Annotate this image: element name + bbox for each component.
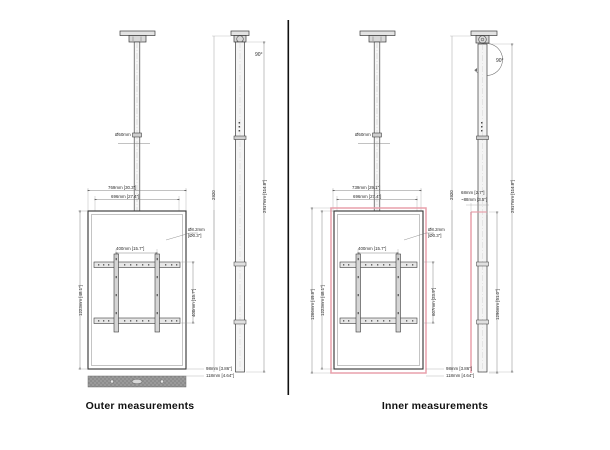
- caption-inner-measurements: Inner measurements: [381, 400, 489, 412]
- vesa-width-dim-left: [115, 249, 158, 258]
- vesa-width-label-right: 400mm [15.7"]: [358, 246, 387, 251]
- rod-length-dim-left: [246, 41, 266, 373]
- width-inner-label-left: 696mm [27.4"]: [111, 193, 140, 199]
- inner-height-dim-right: [489, 211, 499, 374]
- offset-a-label-right: 68mm [2.7"]: [461, 190, 485, 195]
- panel-divider: [287, 20, 290, 395]
- display-outline-right: [333, 210, 424, 370]
- vesa-width-dim-right: [357, 249, 399, 258]
- pole-diameter-label-left: Ø50mm: [115, 132, 131, 137]
- overall-height-dim-right: [450, 35, 471, 372]
- overall-height-label-left: 2920: [211, 190, 216, 200]
- height-outer-label-right: 1266mm [49.8"]: [310, 289, 315, 320]
- hole-diameter-inch-label-right: [Ø0.3"]: [428, 233, 442, 238]
- width-outer-label-right: 739mm [29.1"]: [352, 184, 381, 190]
- left-front-view: [78, 30, 204, 388]
- width-outer-label-left: 769mm [30.3"]: [108, 184, 137, 190]
- offset-b-label-right: ~88mm [3.5"]: [461, 197, 488, 202]
- depth-leaders-left: [186, 368, 204, 377]
- hole-diameter-label-left: Ø8.2mm: [188, 227, 205, 232]
- vesa-width-label-left: 400mm [15.7"]: [116, 246, 145, 251]
- vesa-bracket-right: [339, 253, 418, 333]
- width-dimensions-right: [332, 188, 422, 212]
- left-side-view: [212, 30, 266, 373]
- height-inner-label-right: 1223mm [48.1"]: [320, 285, 325, 316]
- vesa-height-dim-right: [423, 261, 435, 324]
- depth-leaders-right: [426, 368, 444, 377]
- vesa-height-dim-left: [181, 261, 195, 324]
- width-dimensions-left: [87, 188, 187, 212]
- rod-length-dim-right: [489, 43, 514, 373]
- ceiling-plate-right-side: [470, 30, 498, 44]
- height-dims-right: [310, 207, 334, 374]
- ceiling-plate-right: [359, 30, 396, 43]
- pole-diameter-label-right: Ø50mm: [355, 132, 371, 137]
- inner-offset-highlight: [470, 211, 487, 373]
- caption-outer-measurements: Outer measurements: [85, 400, 195, 412]
- vesa-bracket-left: [93, 253, 181, 333]
- inner-height-label-right: 1296mm [51.0"]: [495, 289, 500, 320]
- right-side-view: [450, 30, 514, 374]
- height-dim-left: [78, 210, 88, 370]
- height-total-label-left: 1223mm [48.1"]: [78, 285, 83, 316]
- hole-diameter-inch-label-left: [Ø0.3"]: [188, 233, 202, 238]
- ceiling-plate-left-side: [230, 30, 250, 43]
- ceiling-plate-left: [119, 30, 156, 43]
- overall-height-label-right: 2920: [449, 190, 454, 200]
- vesa-height-label-right: 607mm [23.9"]: [431, 287, 436, 316]
- overall-height-dim-left: [212, 35, 231, 372]
- hole-dim-leader-left: [165, 232, 198, 241]
- depth-a-label-right: 98mm [3.86"]: [446, 366, 472, 371]
- right-front-view: [310, 30, 444, 377]
- hole-dim-leader-right: [403, 232, 434, 241]
- vesa-height-label-left: 400mm [15.7"]: [191, 288, 196, 317]
- rod-length-label-right: 2917mm [114.8"]: [510, 180, 515, 213]
- depth-b-label-left: 118mm [4.64"]: [206, 373, 235, 378]
- hole-diameter-label-right: Ø8.2mm: [428, 227, 445, 232]
- offset-dims-right: [466, 203, 489, 215]
- angle-label-right: 90°: [496, 58, 504, 64]
- depth-a-label-left: 98mm [3.86"]: [206, 366, 232, 371]
- width-inner-label-right: 696mm [27.4"]: [353, 193, 382, 199]
- scale-bar-left: [87, 375, 187, 388]
- inner-frame-highlight-right: [330, 207, 427, 374]
- display-outline-left: [87, 210, 187, 370]
- rod-length-label-left: 2917mm [114.8"]: [262, 180, 267, 213]
- angle-label-left: 90°: [255, 52, 263, 58]
- depth-b-label-right: 118mm [4.64"]: [446, 373, 475, 378]
